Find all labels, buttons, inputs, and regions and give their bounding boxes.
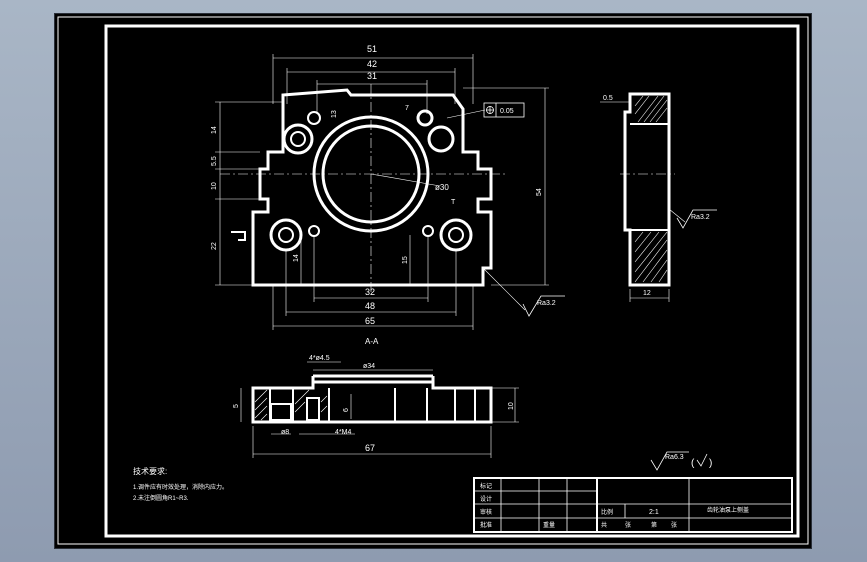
dim-54: 54 — [536, 188, 543, 196]
dim-31: 31 — [367, 71, 377, 81]
hole-tr2 — [427, 125, 455, 153]
section-view — [240, 361, 519, 458]
tb-row4b: 重量 — [543, 521, 555, 529]
hole-tl-outer — [282, 123, 314, 155]
cad-drawing: 51 42 31 7 13 14 5.5 10 22 54 14 15 32 4… — [57, 16, 809, 545]
dim-14: 14 — [211, 126, 218, 134]
tb-scale-label: 比例 — [601, 508, 613, 516]
dim-67: 67 — [365, 443, 375, 453]
svg-text:(: ( — [691, 458, 695, 469]
dim-65: 65 — [365, 316, 375, 326]
tb-scale-value: 2:1 — [649, 509, 659, 516]
dim-4x45: 4*ø4.5 — [309, 355, 330, 362]
dim-13: 13 — [331, 110, 338, 118]
dim-dia34: ø34 — [363, 363, 375, 370]
roughness-general-value: Ra6.3 — [665, 454, 684, 461]
roughness-symbol-side: Ra3.2 — [676, 209, 717, 229]
dim-32: 32 — [365, 287, 375, 297]
svg-text:): ) — [709, 458, 712, 469]
dim-15: 15 — [402, 256, 409, 264]
dim-48: 48 — [365, 301, 375, 311]
hole-bl-outer — [269, 218, 303, 252]
tb-part-name: 齿轮油泵上侧盖 — [707, 506, 749, 514]
hole-br — [448, 227, 464, 243]
tb-sheet-no: 第 — [651, 521, 657, 529]
section-hatch — [254, 389, 328, 421]
dim-5: 5 — [233, 404, 240, 408]
section-outline — [251, 380, 493, 424]
inner-border — [104, 24, 800, 538]
part-outline — [251, 88, 493, 287]
tolerance-frame: 0.05 — [483, 102, 525, 118]
dim-4xm4: 4*M4 — [335, 429, 351, 436]
roughness-side: Ra3.2 — [691, 214, 710, 221]
side-view — [600, 92, 686, 302]
main-view — [215, 54, 549, 330]
hole-br-outer — [439, 218, 473, 252]
title-block — [473, 477, 793, 533]
small-hole-b — [422, 225, 434, 237]
dim-dia30: ø30 — [435, 183, 449, 192]
dim-51: 51 — [367, 44, 377, 54]
tb-sheet-total: 共 — [601, 521, 607, 529]
hole-tl — [290, 131, 306, 147]
roughness-symbol-main: Ra3.2 — [522, 295, 565, 317]
tb-row1: 标记 — [480, 482, 492, 490]
dim-10: 10 — [211, 182, 218, 190]
dim-42: 42 — [367, 59, 377, 69]
hole-tr — [416, 109, 434, 127]
dim-5-5: 5.5 — [211, 156, 218, 166]
tech-note-2: 2.未注倒圆角R1~R3. — [133, 494, 189, 502]
tolerance-value: 0.05 — [500, 108, 514, 115]
roughness-main: Ra3.2 — [537, 300, 556, 307]
section-label: A-A — [365, 337, 379, 346]
tb-sheet-total-unit: 张 — [625, 521, 631, 529]
dim-14b: 14 — [293, 254, 300, 262]
dim-10b: 10 — [508, 402, 515, 410]
small-hole-c — [307, 111, 321, 125]
side-hatch — [634, 95, 668, 283]
dim-22: 22 — [211, 242, 218, 250]
hole-bl — [278, 227, 294, 243]
small-hole-a — [308, 225, 320, 237]
tb-row2: 设计 — [480, 495, 492, 503]
tb-row4: 批准 — [480, 521, 492, 529]
tb-sheet-no-unit: 张 — [671, 521, 677, 529]
dim-7: 7 — [405, 105, 409, 112]
dim-T: T — [451, 199, 456, 206]
dim-12: 12 — [643, 290, 651, 297]
dim-0-5: 0.5 — [603, 95, 613, 102]
roughness-general: Ra6.3 ( ) — [650, 451, 712, 471]
cad-viewport[interactable]: 51 42 31 7 13 14 5.5 10 22 54 14 15 32 4… — [54, 13, 812, 549]
tb-row3: 审核 — [480, 508, 492, 516]
side-outline — [623, 92, 671, 287]
tech-requirements-title: 技术要求: — [133, 466, 167, 476]
dim-dia8: ø8 — [281, 429, 289, 436]
tech-note-1: 1.调件应有时效处理，消除内应力。 — [133, 483, 228, 491]
dim-6: 6 — [343, 408, 350, 412]
outer-border — [57, 16, 809, 545]
